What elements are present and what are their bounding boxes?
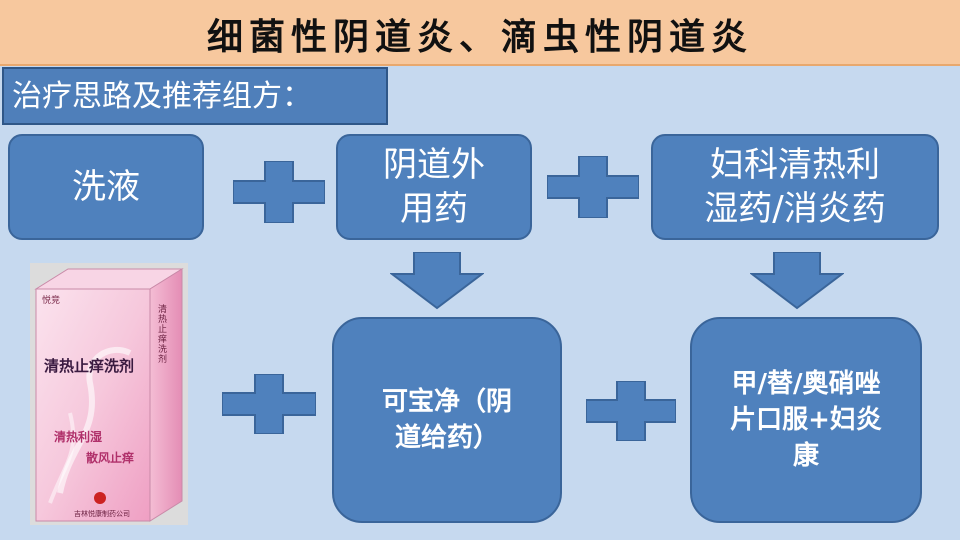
product-slogan-2: 散风止痒 <box>86 451 135 465</box>
gyn-medicine-box: 妇科清热利 湿药/消炎药 <box>651 134 939 240</box>
wash-liquid-label: 洗液 <box>72 167 140 207</box>
vaginal-topical-label: 阴道外 用药 <box>383 145 485 229</box>
product-slogan-1: 清热利湿 <box>54 430 103 444</box>
subtitle-banner: 治疗思路及推荐组方： <box>2 67 388 125</box>
kebaojing-label: 可宝净（阴 道给药） <box>381 387 512 453</box>
slide-title: 细菌性阴道炎、滴虫性阴道炎 <box>206 16 753 58</box>
vaginal-topical-box: 阴道外 用药 <box>336 134 532 240</box>
product-side-label: 清热止痒洗剂 <box>158 305 168 365</box>
product-brand: 悦竞 <box>42 296 61 306</box>
product-name: 清热止痒洗剂 <box>44 357 135 375</box>
product-box-image: 悦竞 清热止痒洗剂 清热利湿 散风止痒 清热止痒洗剂 吉林悦康制药公司 <box>30 263 188 525</box>
plus-icon <box>586 381 676 441</box>
product-maker: 吉林悦康制药公司 <box>74 510 130 518</box>
oral-medication-box: 甲/替/奥硝唑 片口服+妇炎 康 <box>690 317 922 523</box>
down-arrow-icon <box>750 252 844 310</box>
plus-icon <box>222 374 316 434</box>
plus-icon <box>547 156 639 218</box>
plus-icon <box>233 161 325 223</box>
gyn-medicine-label: 妇科清热利 湿药/消炎药 <box>704 145 886 229</box>
down-arrow-icon <box>390 252 484 310</box>
kebaojing-box: 可宝净（阴 道给药） <box>332 317 562 523</box>
wash-liquid-box: 洗液 <box>8 134 204 240</box>
title-bar: 细菌性阴道炎、滴虫性阴道炎 <box>0 0 960 66</box>
oral-medication-label: 甲/替/奥硝唑 片口服+妇炎 康 <box>730 369 882 471</box>
